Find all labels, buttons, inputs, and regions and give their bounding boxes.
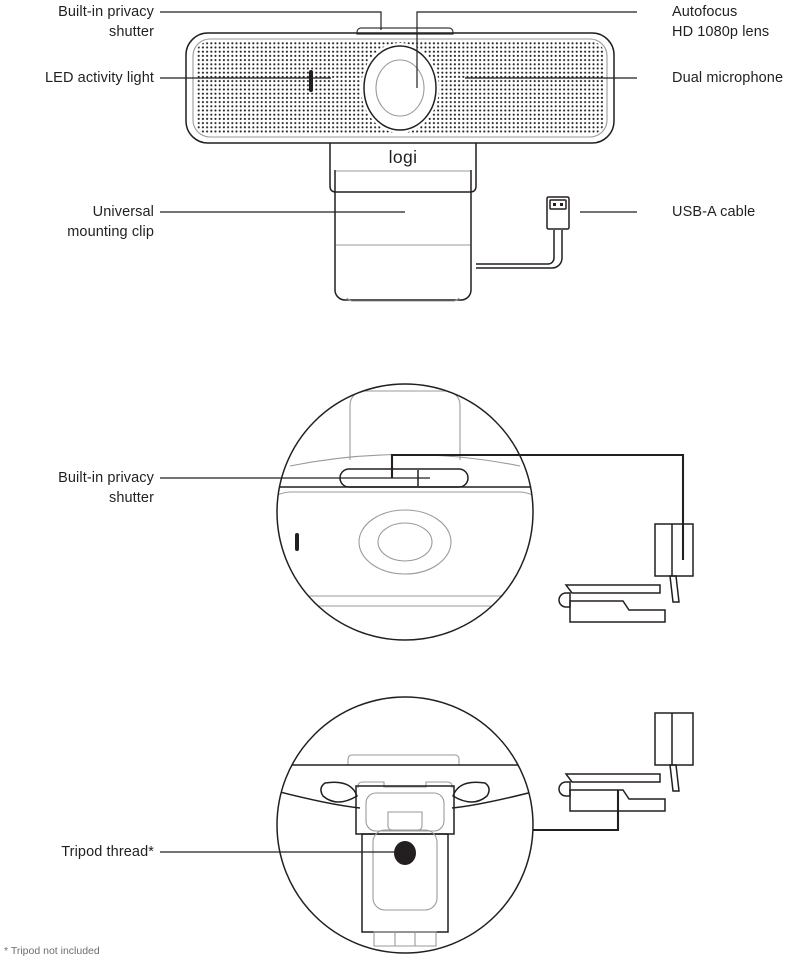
front-view-group: logi (160, 11, 637, 302)
profile-camera-body-b (654, 712, 694, 766)
callout-usb-a-cable: USB-A cable (672, 204, 756, 220)
usb-a-connector-tongue (549, 199, 567, 210)
clip-foot-edge (346, 297, 460, 302)
profile-camera-body-a (654, 523, 694, 577)
tripod-thread-hole (394, 841, 416, 865)
camera-body-outline (185, 32, 615, 144)
profile-clip-hinge-a (558, 592, 571, 608)
side-profile-lower (558, 712, 694, 812)
lens-inner-ring (375, 59, 425, 117)
tripod-detail-collar (357, 781, 453, 788)
callout-universal-mounting-clip: Universal mounting clip (67, 204, 154, 240)
logi-wordmark: logi (389, 147, 418, 167)
clip-body (334, 170, 472, 301)
usb-pin-left (553, 203, 556, 206)
usb-pin-right (560, 203, 563, 206)
callout-autofocus-lens: Autofocus HD 1080p lens (672, 4, 770, 40)
tripod-detail-hinge-inner (365, 792, 445, 832)
side-profile-upper (558, 523, 694, 623)
profile-hinge-a (669, 575, 680, 603)
detail-clip-arm (349, 390, 461, 460)
footnote-tripod-not-included: * Tripod not included (4, 945, 100, 957)
clip-top-section (329, 143, 477, 193)
tripod-detail-pad-right (452, 781, 490, 803)
detail-lens-outer (358, 509, 452, 575)
shutter-tab-top (356, 27, 454, 35)
usb-a-connector-shell (546, 196, 570, 230)
shutter-detail-group (160, 383, 694, 641)
leader-shutter-to-profile (390, 453, 685, 560)
profile-clip-lower-arm-b (569, 789, 666, 812)
tripod-detail-stem-inset (372, 829, 438, 911)
profile-clip-upper-arm-b (564, 773, 661, 783)
tripod-detail-circle (276, 696, 534, 954)
lens-outer-ring (363, 45, 437, 131)
callout-led-activity-light: LED activity light (45, 70, 154, 86)
detail-led-slot (295, 533, 299, 551)
microphone-grille (196, 42, 604, 134)
callout-dual-microphone: Dual microphone (672, 70, 784, 86)
usb-cable-strand-inner (476, 230, 563, 269)
shutter-detail-circle (276, 383, 534, 641)
callout-privacy-shutter-top: Built-in privacy shutter (58, 4, 154, 40)
led-activity-slot (309, 70, 313, 92)
profile-clip-hinge-b (558, 781, 571, 797)
leader-tripod-to-profile (533, 790, 620, 832)
usb-cable-strand-outer (476, 230, 555, 265)
detail-lens-inner (377, 522, 433, 562)
profile-hinge-b (669, 764, 680, 792)
tripod-detail-group (160, 696, 694, 954)
profile-clip-lower-arm-a (569, 600, 666, 623)
callout-privacy-shutter-detail: Built-in privacy shutter (58, 470, 154, 506)
callout-tripod-thread: Tripod thread* (61, 844, 154, 860)
tripod-detail-pad-left (320, 781, 358, 803)
leader-privacy-shutter-top (160, 11, 382, 30)
leader-autofocus-lens (416, 11, 637, 88)
camera-body-bezel (192, 38, 608, 138)
profile-clip-upper-arm-a (564, 584, 661, 594)
